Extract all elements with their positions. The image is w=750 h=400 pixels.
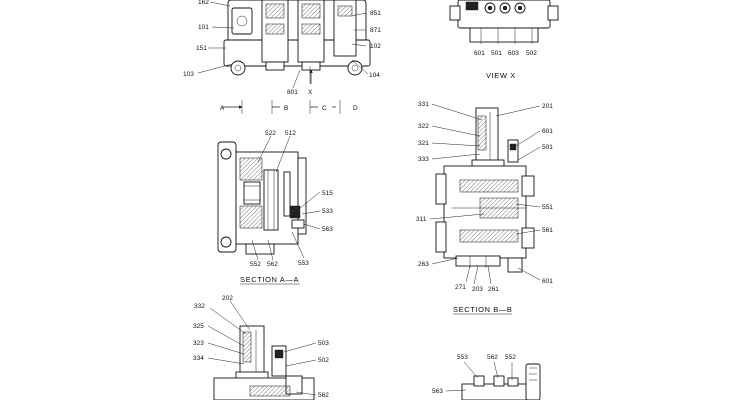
section-cc-partial-drawing: [213, 325, 315, 400]
section-marker-c: C: [322, 105, 327, 112]
label-801: 801: [287, 89, 298, 96]
view-x-label-603: 603: [508, 50, 519, 57]
aa-label-533: 533: [322, 208, 333, 215]
label-104: 104: [369, 72, 380, 79]
label-103: 103: [183, 71, 194, 78]
section-aa-title: SECTION A—A: [240, 275, 299, 284]
section-marker-b: B: [284, 105, 288, 112]
section-aa-drawing: [217, 141, 307, 255]
aa-label-512: 512: [285, 130, 296, 137]
view-x-label-501: 501: [491, 50, 502, 57]
top-view-assembly: [223, 0, 371, 84]
section-cc-leaders: [207, 300, 317, 396]
view-x-arrow-letter: X: [308, 89, 313, 96]
section-bb-title: SECTION B—B: [453, 305, 513, 314]
label-151: 151: [196, 45, 207, 52]
label-851: 851: [370, 10, 381, 17]
aa-label-522: 522: [265, 130, 276, 137]
bb-label-601-upper: 601: [542, 128, 553, 135]
aa-label-563: 563: [322, 226, 333, 233]
bb-label-322: 322: [418, 123, 429, 130]
bb-label-311: 311: [416, 216, 427, 223]
bb-label-263: 263: [418, 261, 429, 268]
dd-label-563: 563: [432, 388, 443, 395]
bb-label-331: 331: [418, 101, 429, 108]
section-marker-d: D: [353, 105, 358, 112]
view-x-label-502: 502: [526, 50, 537, 57]
bb-label-333: 333: [418, 156, 429, 163]
top-view-leaders: [197, 1, 369, 89]
dd-label-553: 553: [457, 354, 468, 361]
label-871: 871: [370, 27, 381, 34]
label-102: 102: [370, 43, 381, 50]
section-dd-leaders: [445, 361, 513, 392]
section-marker-a: A: [220, 105, 225, 112]
label-162: 162: [198, 0, 209, 6]
bb-label-561: 561: [542, 227, 553, 234]
bb-label-261: 261: [488, 286, 499, 293]
aa-label-552: 552: [250, 261, 261, 268]
bb-label-501: 501: [542, 144, 553, 151]
section-dd-partial-drawing: [461, 363, 541, 400]
cc-label-503: 503: [318, 340, 329, 347]
cc-label-334: 334: [193, 355, 204, 362]
cc-label-323: 323: [193, 340, 204, 347]
aa-label-515: 515: [322, 190, 333, 197]
section-bb-leaders: [429, 103, 541, 285]
bb-label-203: 203: [472, 286, 483, 293]
bb-label-321: 321: [418, 140, 429, 147]
bb-label-551: 551: [542, 204, 553, 211]
bb-label-601-lower: 601: [542, 278, 553, 285]
view-x-title: VIEW X: [486, 71, 516, 80]
aa-label-562: 562: [267, 261, 278, 268]
dd-label-552: 552: [505, 354, 516, 361]
bb-label-271: 271: [455, 284, 466, 291]
dd-label-562: 562: [487, 354, 498, 361]
cc-label-332: 332: [194, 303, 205, 310]
view-x-drawing: [449, 0, 559, 44]
cc-label-502: 502: [318, 357, 329, 364]
section-bb-drawing: [435, 107, 535, 273]
bb-label-201: 201: [542, 103, 553, 110]
cc-label-202: 202: [222, 295, 233, 302]
cc-label-562: 562: [318, 392, 329, 399]
view-x-label-601: 601: [474, 50, 485, 57]
section-markers-row: [222, 100, 341, 114]
aa-label-553: 553: [298, 260, 309, 267]
section-aa-leaders: [251, 135, 321, 261]
label-101: 101: [198, 24, 209, 31]
cc-label-325: 325: [193, 323, 204, 330]
